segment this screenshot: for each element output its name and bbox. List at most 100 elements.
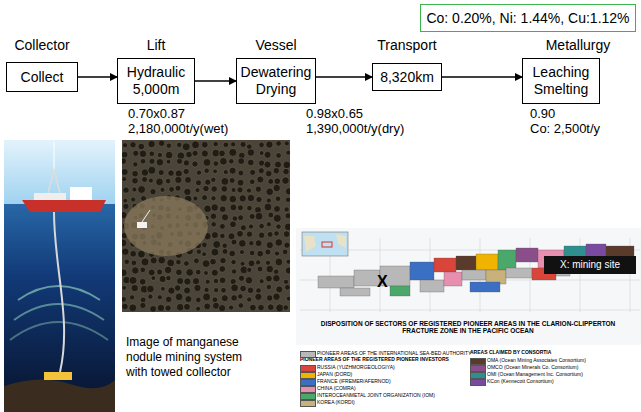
nodule [255, 293, 262, 300]
nodule [185, 177, 192, 184]
nodule [185, 296, 192, 303]
nodule [210, 258, 217, 265]
box-text: X: mining site [548, 259, 632, 271]
box-text: Leaching Smelting [526, 64, 596, 98]
label: 1,390,000t/y(dry) [306, 122, 404, 137]
nodule [165, 151, 173, 159]
nodule [138, 186, 146, 194]
nodule [204, 303, 211, 310]
nodule [238, 303, 244, 309]
nodule [211, 232, 218, 239]
nodule [283, 305, 289, 311]
nodule [211, 177, 216, 182]
claim-area [434, 258, 456, 272]
ship-derrick [48, 170, 60, 193]
nodule [132, 267, 139, 274]
nodule [219, 206, 226, 213]
nodule [238, 158, 245, 165]
nodule [129, 304, 137, 312]
nodule [285, 188, 290, 195]
nodule [285, 285, 290, 291]
nodule [157, 295, 162, 300]
nodule [228, 233, 235, 240]
nodule [123, 198, 128, 203]
nodule [201, 150, 208, 157]
process-box: Co: 0.20%, Ni: 1.44%, Cu:1.12% [420, 4, 636, 32]
nodule [247, 194, 254, 201]
nodule [196, 297, 202, 303]
nodule [202, 141, 209, 148]
nodule [166, 296, 172, 302]
nodule [238, 215, 244, 221]
nodule [273, 214, 281, 222]
nodule [240, 225, 246, 231]
nodule [165, 305, 171, 311]
nodule [238, 275, 244, 281]
nodule [122, 303, 128, 310]
map-grid [300, 238, 640, 312]
nodule [186, 151, 193, 158]
nodule [122, 239, 127, 247]
nodule [158, 170, 164, 176]
nodule [202, 242, 208, 248]
nodule [131, 284, 138, 291]
nodule [274, 178, 281, 185]
nodule [140, 302, 146, 308]
label: 0.90 [530, 107, 555, 122]
label: AREAS CLAIMED BY CONSORTIA [470, 350, 551, 356]
nodule [157, 304, 164, 311]
claim-area [476, 254, 498, 270]
claim-area [456, 256, 476, 270]
nodule [196, 306, 201, 311]
nodule [231, 142, 236, 147]
nodule [276, 141, 282, 147]
nodule [177, 142, 182, 147]
nodule [213, 141, 218, 146]
nodule [221, 186, 228, 193]
legend-swatch [470, 379, 486, 386]
nodule [123, 187, 129, 193]
nodule [231, 239, 237, 245]
nodule [175, 176, 182, 183]
nodule [248, 159, 255, 166]
claim-area [470, 282, 500, 292]
nodule [231, 188, 236, 193]
nodule [158, 140, 164, 146]
label: Metallurgy [546, 37, 611, 53]
nodule [213, 278, 218, 283]
nodule [122, 169, 128, 176]
nodule [130, 142, 136, 148]
nodule [255, 186, 261, 192]
legend-text: CHINA (COMRA) [317, 385, 356, 391]
nodule [196, 180, 202, 186]
legend-text: FRANCE (IFREMER/AFERNOD) [317, 378, 391, 384]
nodule [231, 295, 237, 301]
legend-text: PIONEER AREAS OF THE INTERNATIONAL SEA-B… [317, 350, 471, 356]
nodule [202, 195, 208, 201]
sea [4, 140, 115, 412]
nodule-photo [122, 140, 290, 312]
nodule [259, 151, 264, 156]
nodule [182, 143, 190, 151]
nodule [202, 260, 210, 268]
nodule [133, 150, 139, 156]
process-box: X: mining site [544, 256, 636, 274]
nodule [284, 207, 289, 212]
nodule [229, 167, 236, 174]
nodule [124, 259, 129, 264]
nodule [237, 205, 243, 211]
nodule [249, 179, 255, 185]
nodule [211, 186, 217, 192]
nodule [186, 269, 194, 277]
nodule [221, 178, 229, 186]
nodule [247, 267, 252, 272]
nodule [273, 168, 279, 174]
label: Collector [14, 37, 69, 53]
ship-hull [22, 200, 106, 212]
nodule [142, 176, 148, 182]
nodule [168, 170, 174, 176]
process-box: Collect [6, 62, 78, 92]
nodule [220, 195, 227, 202]
claim-area [354, 270, 380, 286]
nodule [257, 266, 263, 272]
